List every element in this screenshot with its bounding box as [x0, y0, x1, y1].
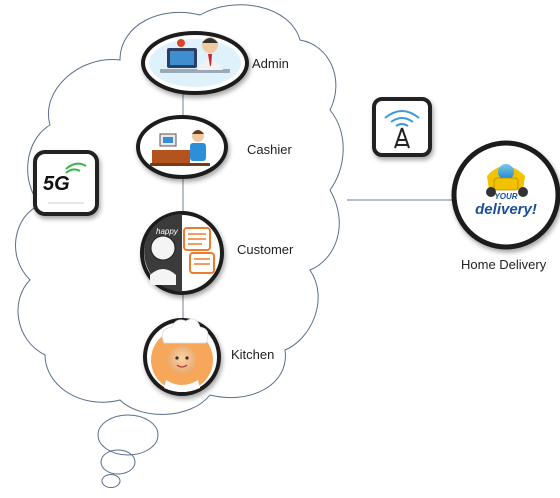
- thought-bubble-small: [101, 474, 121, 488]
- home-delivery-node[interactable]: YOUR delivery!: [451, 140, 560, 250]
- chef-icon: [151, 318, 213, 392]
- cashier-node[interactable]: [136, 115, 228, 179]
- kitchen-label: Kitchen: [231, 347, 275, 362]
- customer-node[interactable]: happy: [140, 211, 224, 295]
- cell-tower-icon[interactable]: [372, 97, 432, 157]
- cashier-icon: [150, 130, 210, 166]
- delivery-logo-text: delivery!: [475, 201, 537, 218]
- delivery-logo-text-top: YOUR: [494, 192, 517, 201]
- delivery-scooter-icon: YOUR delivery!: [475, 164, 537, 218]
- 5g-label: 5G: [43, 173, 70, 195]
- thought-bubble-medium: [100, 449, 136, 475]
- admin-label: Admin: [252, 56, 289, 71]
- customer-icon: happy: [144, 214, 215, 292]
- thought-bubble-large: [97, 414, 159, 456]
- home-delivery-label: Home Delivery: [461, 257, 547, 272]
- kitchen-node[interactable]: [143, 318, 221, 396]
- admin-icon: [160, 37, 230, 73]
- cashier-label: Cashier: [247, 142, 292, 157]
- 5g-network-icon[interactable]: 5G: [33, 150, 99, 216]
- customer-bubble-text: happy: [156, 227, 179, 236]
- customer-label: Customer: [237, 242, 294, 257]
- admin-node[interactable]: [141, 11, 249, 115]
